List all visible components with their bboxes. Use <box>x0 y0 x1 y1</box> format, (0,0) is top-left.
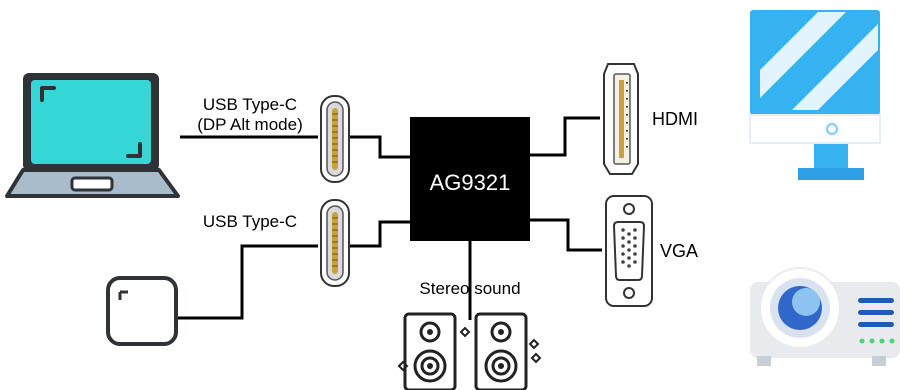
wire-usbc-dp-to-chip <box>350 135 410 159</box>
wire-usbc-power-to-chip <box>350 220 410 248</box>
label-usb-c-dp-line1: USB Type-C <box>203 95 297 114</box>
chip-label: AG9321 <box>430 170 511 195</box>
laptop-icon <box>5 73 180 198</box>
wires <box>176 116 602 320</box>
label-stereo-sound: Stereo sound <box>419 279 520 298</box>
hdmi-connector-icon <box>603 63 639 175</box>
label-vga: VGA <box>660 241 698 261</box>
chip-block: AG9321 <box>410 117 530 241</box>
power-adapter-icon <box>106 276 178 346</box>
usb-c-connector-icon <box>320 95 350 183</box>
label-usb-c-dp-line2: (DP Alt mode) <box>197 115 303 134</box>
wire-chip-to-vga <box>530 218 602 252</box>
speaker-icon <box>397 312 471 390</box>
vga-connector-icon <box>605 195 653 307</box>
speaker-icon <box>474 312 542 390</box>
label-usb-c-power: USB Type-C <box>203 212 297 231</box>
wire-chip-to-hdmi <box>530 116 600 157</box>
label-hdmi: HDMI <box>652 109 698 129</box>
usb-c-connector-icon <box>320 199 350 287</box>
monitor-icon <box>749 10 881 180</box>
projector-icon <box>750 267 900 366</box>
wire-adapter-to-usbc <box>176 244 318 320</box>
